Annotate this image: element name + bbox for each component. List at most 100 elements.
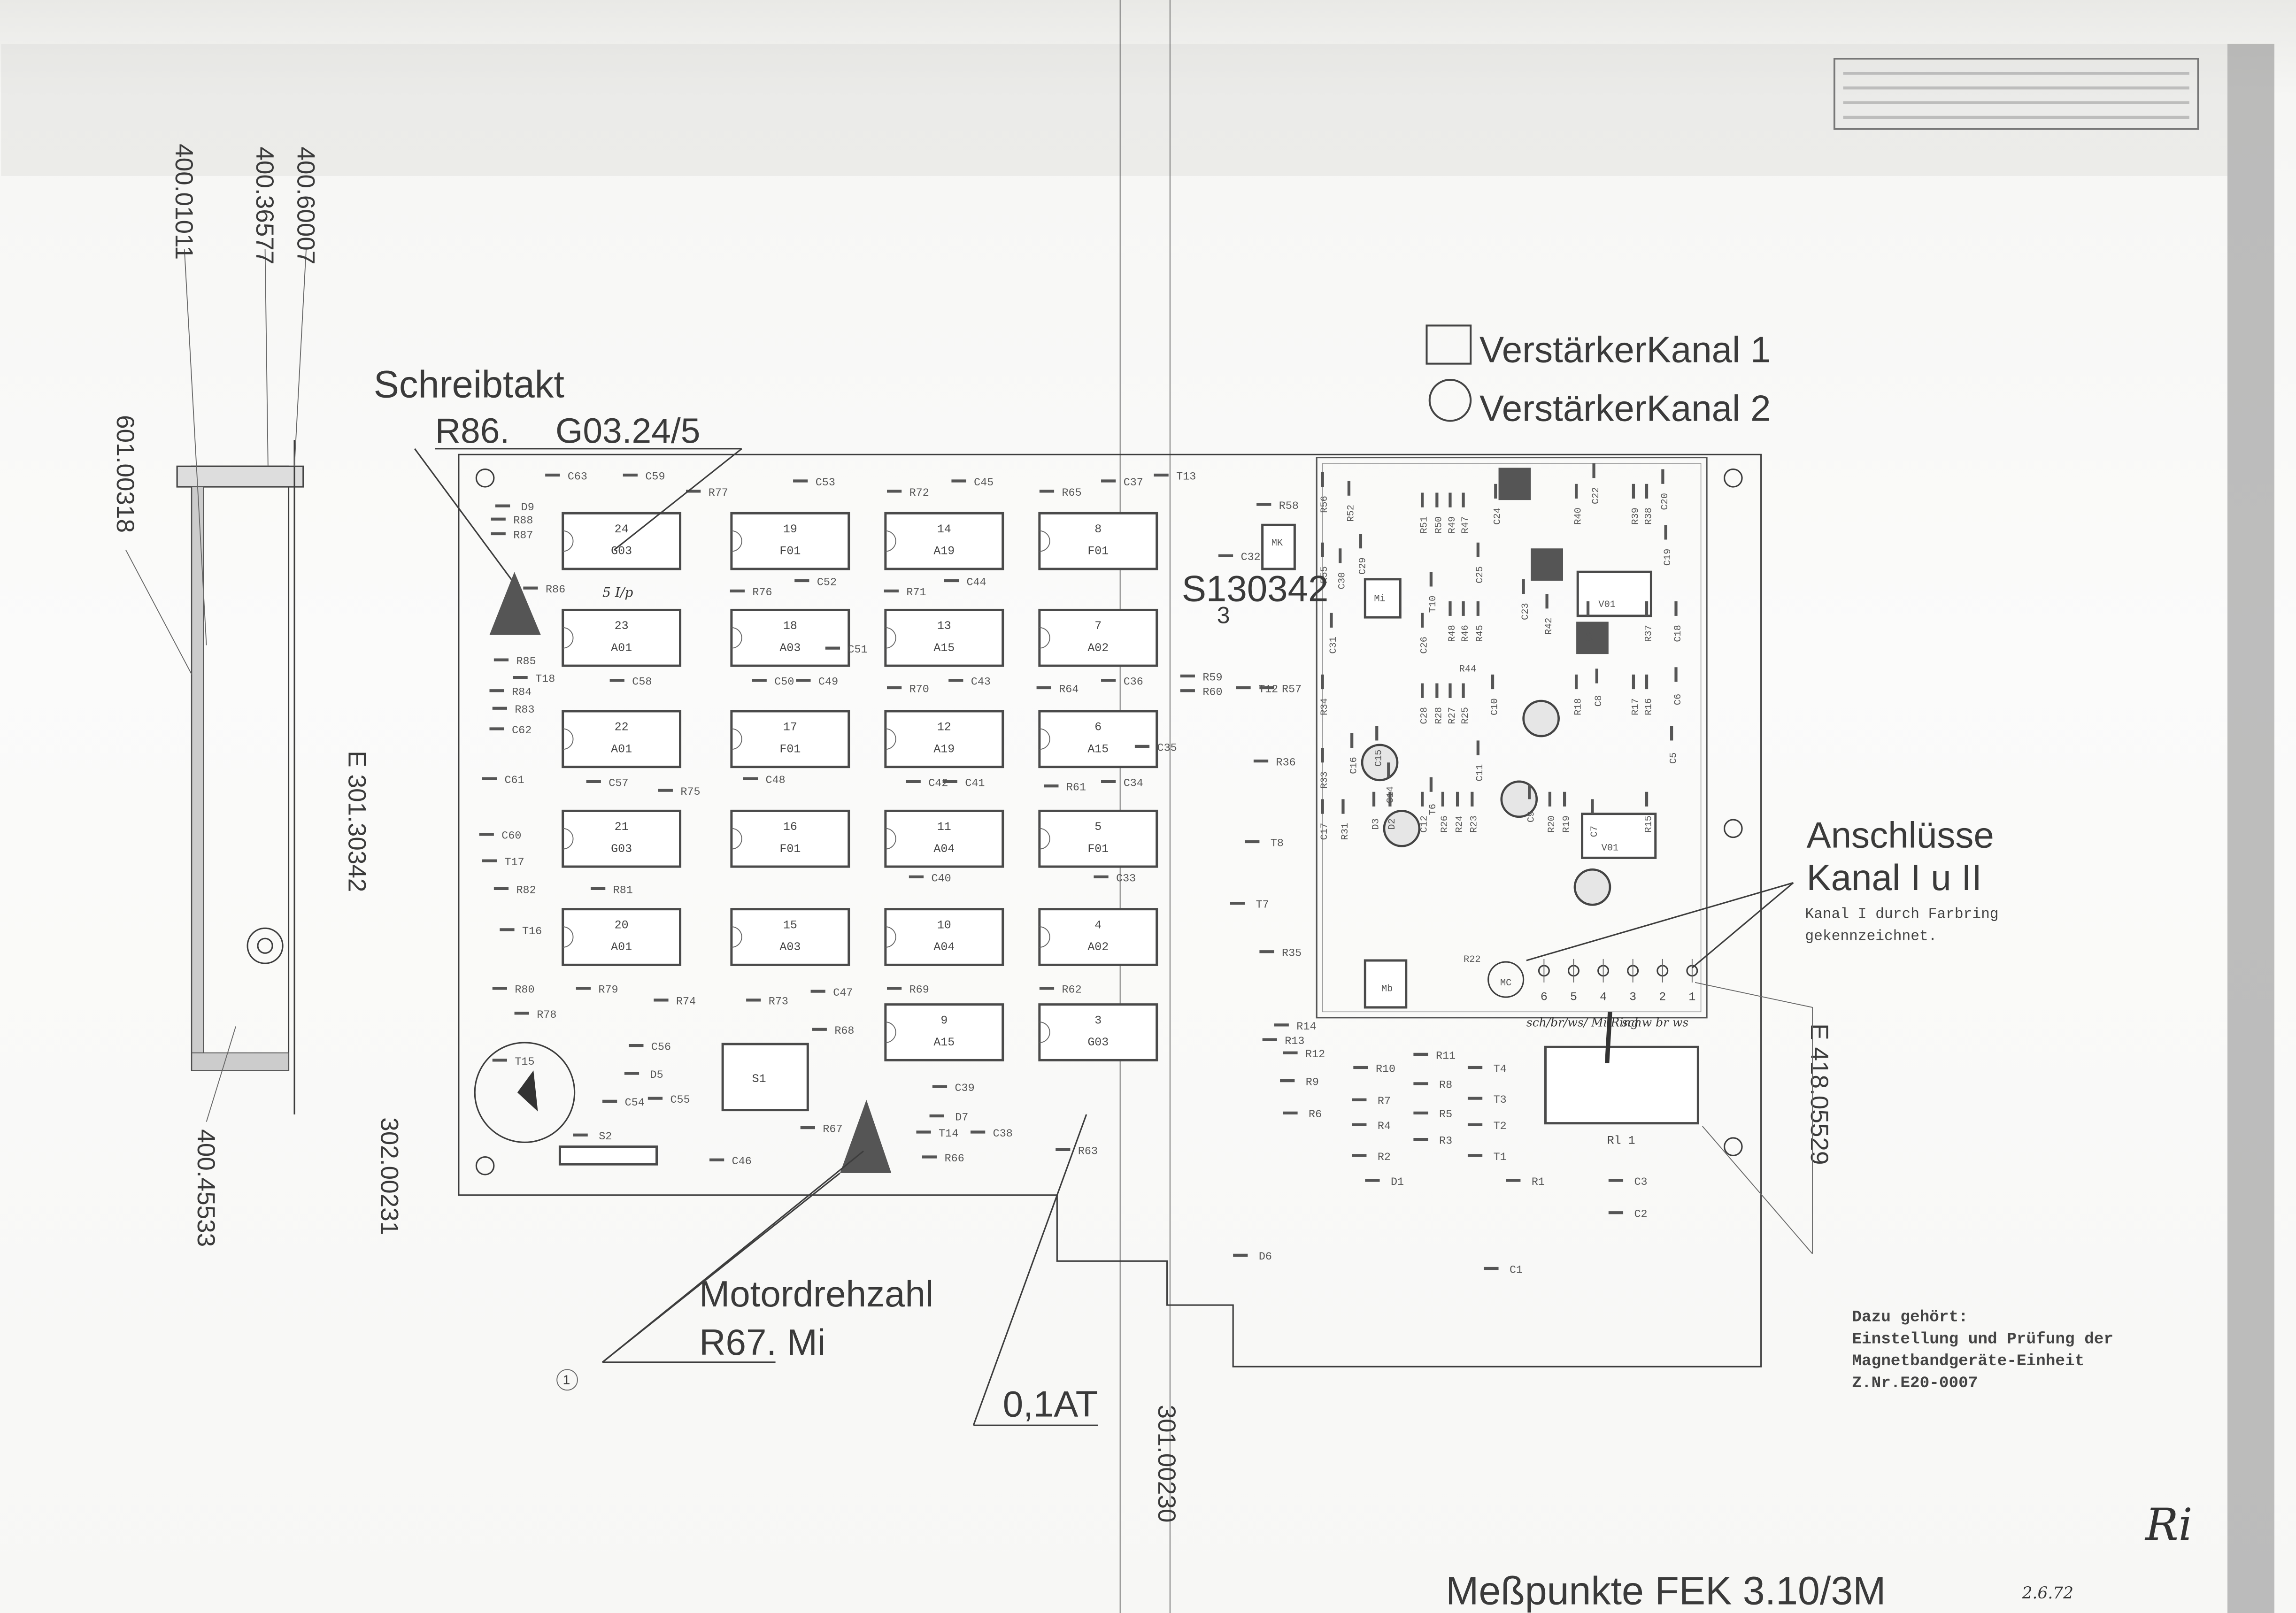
component-r14: R14 bbox=[1274, 1021, 1316, 1033]
component-t8: T8 bbox=[1245, 837, 1284, 850]
component-label: C1 bbox=[1510, 1264, 1523, 1276]
pcb-outline bbox=[458, 453, 1762, 1367]
component-label: R74 bbox=[676, 996, 696, 1008]
schreibtakt-ref-g03: G03.24/5 bbox=[555, 411, 700, 450]
component-label: R7 bbox=[1378, 1096, 1391, 1108]
component-c56: C56 bbox=[629, 1042, 671, 1054]
component-c59: C59 bbox=[623, 471, 665, 483]
amp-component-label: R17 bbox=[1630, 698, 1641, 715]
component-label: T2 bbox=[1494, 1121, 1507, 1133]
ic-type: A15 bbox=[933, 1036, 955, 1049]
component-label: C58 bbox=[632, 676, 652, 689]
component-label: R70 bbox=[909, 684, 929, 696]
component-label: C37 bbox=[1124, 477, 1143, 489]
terminal-1: 1 bbox=[1686, 959, 1698, 1004]
amp-component-label: R25 bbox=[1460, 707, 1471, 724]
component-r82: R82 bbox=[493, 884, 536, 897]
amp-component-label: R27 bbox=[1447, 707, 1458, 724]
ic-number: 9 bbox=[940, 1014, 948, 1027]
component-c47: C47 bbox=[810, 987, 853, 999]
amp-component-label: C25 bbox=[1475, 566, 1486, 584]
component-label: C46 bbox=[732, 1156, 752, 1168]
ic-number: 22 bbox=[615, 721, 629, 734]
component-r61: R61 bbox=[1044, 782, 1086, 794]
connections-channels: Kanal I u II bbox=[1807, 857, 1982, 898]
component-label: C59 bbox=[645, 471, 665, 483]
component-r62: R62 bbox=[1039, 984, 1082, 997]
ic-type: F01 bbox=[779, 842, 801, 856]
component-t16: T16 bbox=[500, 926, 542, 938]
component-r9: R9 bbox=[1280, 1076, 1319, 1089]
component-r85: R85 bbox=[493, 656, 536, 668]
component-label: R86 bbox=[546, 584, 565, 596]
component-label: R81 bbox=[613, 884, 633, 897]
component-label: R35 bbox=[1282, 948, 1302, 960]
component-r2: R2 bbox=[1352, 1152, 1391, 1164]
ic-type: A19 bbox=[933, 545, 955, 558]
component-c51: C51 bbox=[825, 644, 868, 656]
component-r80: R80 bbox=[492, 984, 535, 997]
amp-component-label: MK bbox=[1271, 538, 1283, 549]
component-label: R11 bbox=[1436, 1050, 1456, 1062]
component-c1: C1 bbox=[1484, 1264, 1523, 1276]
amp-component-label: D2 bbox=[1387, 818, 1398, 830]
component-label: R12 bbox=[1305, 1049, 1325, 1061]
ic-type: F01 bbox=[779, 545, 801, 558]
part-number: 301.00230 bbox=[1153, 1405, 1180, 1522]
wire-colors: sch/br/ws/ Mi Ring bbox=[1526, 1016, 1638, 1029]
component-label: C33 bbox=[1116, 873, 1136, 885]
component-label: C3 bbox=[1634, 1176, 1647, 1189]
component-label: R72 bbox=[909, 487, 929, 499]
component-label: R1 bbox=[1532, 1176, 1545, 1189]
ic-grid: 24G0319F0114A198F0123A0118A0313A157A0222… bbox=[562, 512, 1158, 1061]
amp-component-label: R22 bbox=[1464, 954, 1481, 965]
component-c62: C62 bbox=[489, 725, 532, 737]
amp-component-label: V01 bbox=[1598, 599, 1616, 610]
note-line: Einstellung und Prüfung der bbox=[1852, 1330, 2113, 1348]
ic-number: 17 bbox=[783, 721, 797, 734]
amp-component-label: C9 bbox=[1526, 811, 1537, 822]
motor-speed-ref: R67. Mi bbox=[699, 1321, 825, 1363]
component-d5: D5 bbox=[624, 1069, 663, 1082]
component-r65: R65 bbox=[1039, 487, 1082, 499]
switch-s2 bbox=[558, 1145, 658, 1166]
amp-component-label: C26 bbox=[1419, 637, 1430, 654]
measure-point-marker bbox=[840, 1099, 892, 1173]
amp-component-label: R28 bbox=[1434, 707, 1445, 724]
ic-number: 23 bbox=[615, 619, 629, 633]
handnote: 5 I/p bbox=[602, 584, 633, 600]
component-label: C2 bbox=[1634, 1209, 1647, 1221]
terminal-5: 5 bbox=[1567, 959, 1579, 1004]
ic-type: A03 bbox=[779, 940, 801, 954]
component-label: C40 bbox=[931, 873, 951, 885]
component-t2: T2 bbox=[1467, 1121, 1507, 1133]
component-label: R76 bbox=[752, 587, 772, 599]
component-c43: C43 bbox=[948, 676, 991, 689]
component-t1: T1 bbox=[1467, 1152, 1507, 1164]
legend-square-icon bbox=[1425, 324, 1472, 365]
component-label: R8 bbox=[1439, 1080, 1452, 1092]
ic-number: 20 bbox=[615, 918, 629, 932]
component-r12: R12 bbox=[1283, 1049, 1325, 1061]
component-r60: R60 bbox=[1180, 687, 1223, 699]
amp-component-label: R56 bbox=[1319, 496, 1330, 513]
wire-colors: schw br ws bbox=[1622, 1016, 1688, 1029]
amp-component-label: R42 bbox=[1544, 618, 1555, 635]
note-line: Dazu gehört: bbox=[1852, 1308, 1968, 1326]
component-c52: C52 bbox=[794, 576, 837, 589]
component-c40: C40 bbox=[909, 873, 951, 885]
ic-number: 5 bbox=[1094, 820, 1102, 834]
component-c42: C42 bbox=[906, 777, 948, 790]
ic-number: 18 bbox=[783, 619, 797, 633]
component-label: R88 bbox=[513, 515, 533, 527]
fuse-label: 0,1AT bbox=[1003, 1383, 1098, 1424]
component-r1: R1 bbox=[1506, 1176, 1545, 1189]
amp-component-label: C7 bbox=[1589, 826, 1600, 837]
component-t13: T13 bbox=[1154, 471, 1196, 483]
